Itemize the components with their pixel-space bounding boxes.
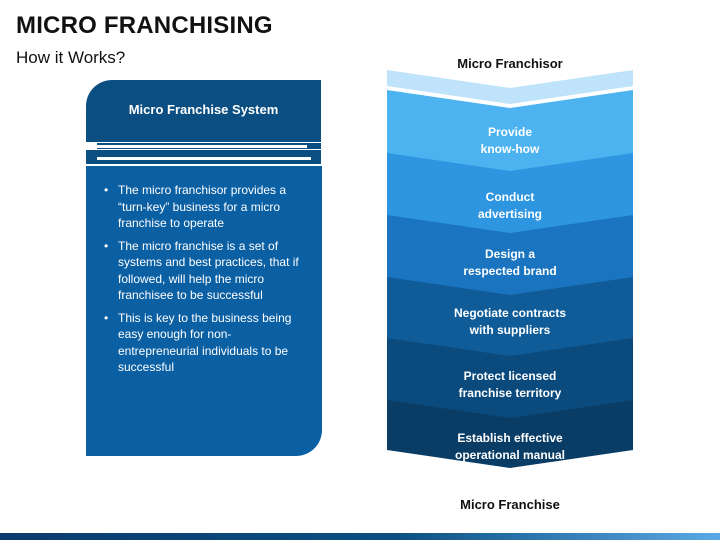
- bullet-item: The micro franchisor provides a “turn-ke…: [104, 182, 306, 232]
- chevron-step-3: [387, 215, 633, 298]
- chevron-step-4: [387, 277, 633, 360]
- bullet-list: The micro franchisor provides a “turn-ke…: [102, 182, 306, 376]
- step-1-line-1: Provide: [487, 125, 532, 139]
- step-5-line-2: franchise territory: [458, 386, 562, 400]
- panel-header: Micro Franchise System: [86, 80, 321, 142]
- chevron-step-6: [387, 400, 633, 468]
- step-3-line-2: respected brand: [463, 264, 557, 278]
- bullet-item: The micro franchise is a set of systems …: [104, 238, 306, 304]
- chevron-step-5: [387, 338, 633, 421]
- page-title: MICRO FRANCHISING: [16, 12, 273, 39]
- chevron-step-2: [387, 153, 633, 236]
- panel-divider-top: [97, 143, 321, 149]
- step-6-line-1: Establish effective: [457, 431, 563, 445]
- step-2-line-2: advertising: [477, 207, 543, 221]
- footer-accent-line: [0, 533, 720, 540]
- step-6-text: Establish effective operational manual: [387, 430, 633, 464]
- step-3-text: Design a respected brand: [387, 246, 633, 280]
- step-6-line-2: operational manual: [454, 448, 566, 462]
- bullet-item: This is key to the business being easy e…: [104, 310, 306, 376]
- chevron-top: [387, 70, 633, 104]
- step-4-line-1: Negotiate contracts: [453, 306, 567, 320]
- panel-header-label: Micro Franchise System: [128, 102, 279, 117]
- step-2-text: Conduct advertising: [387, 189, 633, 223]
- step-4-line-2: with suppliers: [469, 323, 551, 337]
- step-1-text: Provide know-how: [387, 124, 633, 158]
- step-2-line-1: Conduct: [485, 190, 535, 204]
- step-1-line-2: know-how: [480, 142, 540, 156]
- chevron-stack: [387, 70, 633, 468]
- stack-bottom-label: Micro Franchise: [460, 497, 560, 512]
- step-3-line-1: Design a: [484, 247, 535, 261]
- step-5-text: Protect licensed franchise territory: [387, 368, 633, 402]
- chevron-step-1: [387, 90, 633, 173]
- step-5-line-1: Protect licensed: [463, 369, 557, 383]
- stack-top-label: Micro Franchisor: [457, 56, 563, 71]
- step-4-text: Negotiate contracts with suppliers: [387, 305, 633, 339]
- panel-body: The micro franchisor provides a “turn-ke…: [86, 166, 322, 456]
- panel-divider-bottom: [86, 150, 321, 164]
- page-subtitle: How it Works?: [16, 48, 126, 67]
